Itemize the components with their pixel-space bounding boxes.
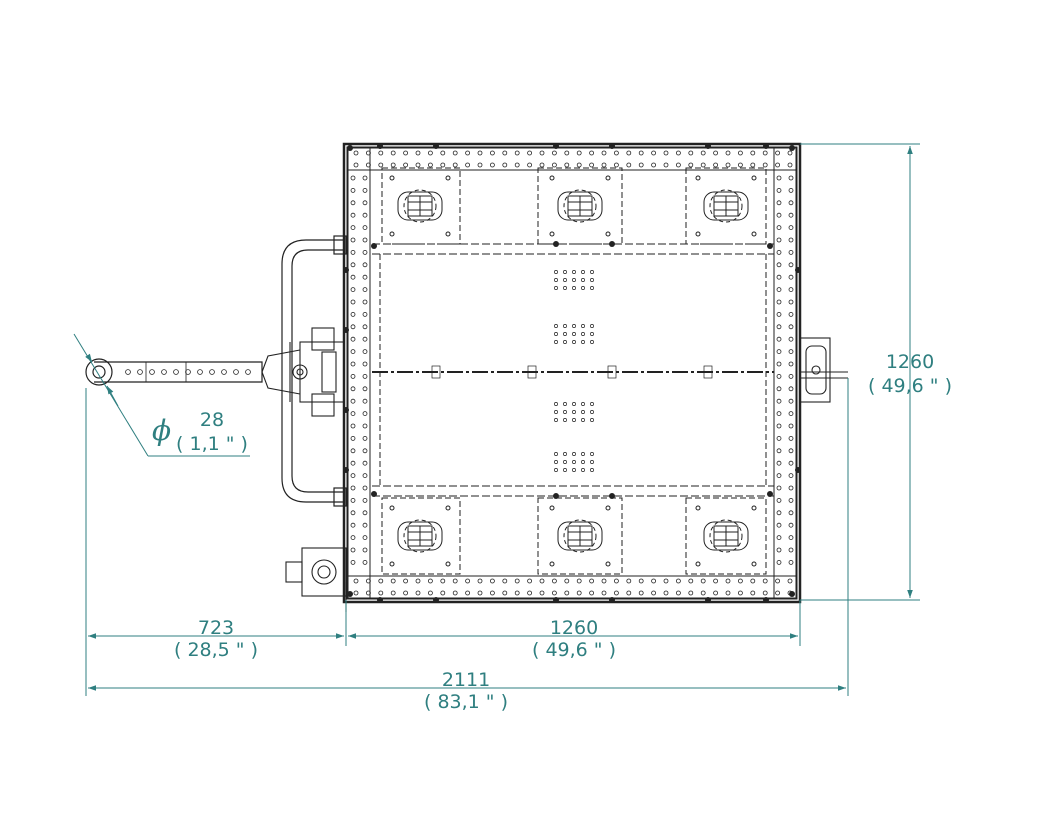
caster-plates [381,167,767,575]
center-hole-pattern [431,270,713,472]
height-mm-label: 1260 [886,351,934,373]
dimension-labels: ϕ 28 ( 1,1 " ) 1260 ( 49,6 " ) 723 ( 28,… [152,351,952,713]
overall-mm-label: 2111 [442,669,490,691]
width-inch-label: ( 49,6 " ) [532,639,616,661]
diameter-symbol: ϕ [152,414,171,447]
cart-frame [342,142,802,604]
diameter-inch-label: ( 1,1 " ) [176,433,248,455]
diameter-arrow [106,385,119,407]
brake-pedal [285,547,347,612]
rear-hitch [799,337,848,403]
drawbar-holes [125,369,251,375]
overall-inch-label: ( 83,1 " ) [424,691,508,713]
width-mm-label: 1260 [550,617,598,639]
frame-bolts [343,143,801,603]
frame-holes [350,150,794,596]
push-handle [281,235,347,507]
tow-coupling [261,327,345,417]
dimensions [73,143,920,696]
drawbar [85,358,263,386]
drawbar-inch-label: ( 28,5 " ) [174,639,258,661]
diameter-arrow [85,353,93,363]
height-inch-label: ( 49,6 " ) [868,375,952,397]
drawbar-mm-label: 723 [198,617,234,639]
diameter-mm-label: 28 [200,409,224,431]
caster-wheels [389,175,757,567]
diameter-leader [73,333,149,457]
cart-drawing [85,142,848,612]
